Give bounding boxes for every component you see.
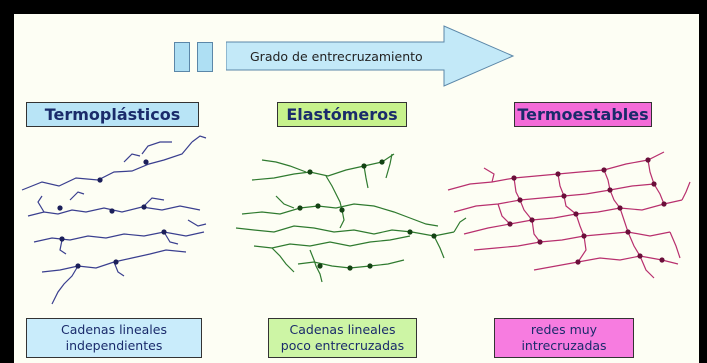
thermoplastics-heading: Termoplásticos <box>26 102 199 127</box>
elastomers-network <box>235 153 467 283</box>
arrow-tail-square-1 <box>174 42 190 72</box>
caption-line: independientes <box>65 338 163 353</box>
crosslinking-arrow <box>226 25 515 87</box>
arrow-tail-square-2 <box>197 42 213 72</box>
thermoplastics-network <box>21 135 207 305</box>
thermosets-heading: Termoestables <box>514 102 652 127</box>
caption-line: intrecruzadas <box>521 338 607 353</box>
arrow-label: Grado de entrecruzamiento <box>250 49 423 64</box>
elastomers-heading: Elastómeros <box>277 102 407 127</box>
thermosets-network <box>447 151 691 279</box>
caption-line: poco entrecruzadas <box>280 338 405 353</box>
diagram-frame: Grado de entrecruzamiento Termoplásticos… <box>14 14 699 363</box>
caption-line: Cadenas lineales <box>289 322 396 337</box>
caption-line: redes muy <box>530 322 598 337</box>
caption-line: Cadenas lineales <box>61 322 167 337</box>
